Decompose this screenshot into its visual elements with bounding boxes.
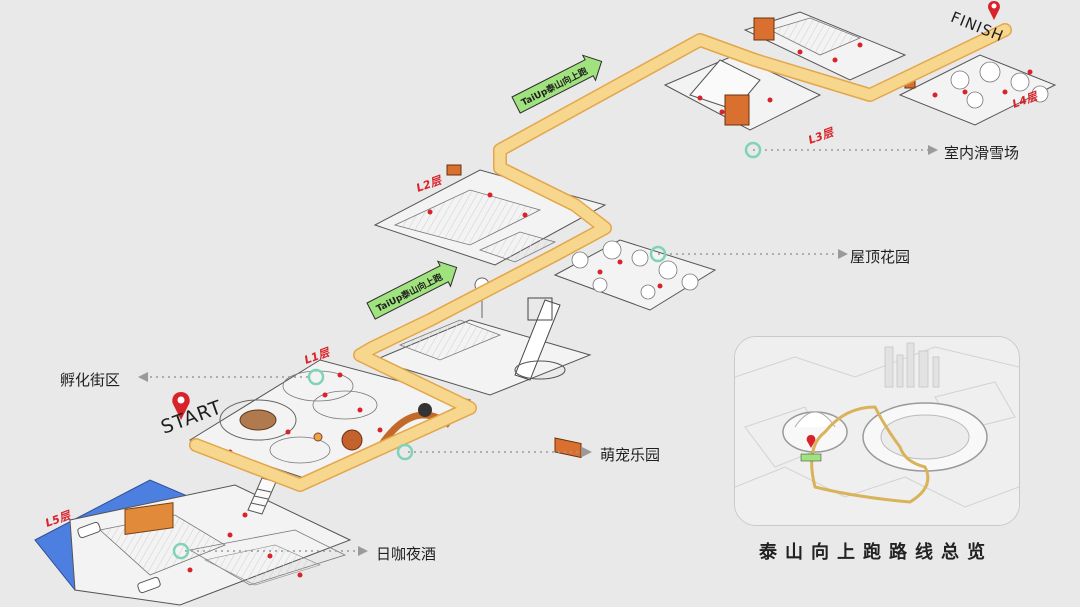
location-pin-icon bbox=[172, 392, 190, 420]
floor-label-ski: L3层 bbox=[807, 125, 837, 147]
finish-zone-platform bbox=[898, 54, 1057, 126]
location-pin-icon bbox=[988, 1, 1000, 20]
overview-title: 泰山向上跑路线总览 bbox=[759, 542, 993, 563]
overview-map-card bbox=[734, 336, 1020, 526]
zone-label-rooftop: 屋顶花园 bbox=[850, 248, 911, 266]
ski-zone-platform bbox=[663, 11, 907, 131]
zone-label-ski: 室内滑雪场 bbox=[944, 144, 1020, 162]
overview-map-illustration bbox=[735, 337, 1019, 525]
ring-marker-icon bbox=[649, 245, 667, 263]
ring-marker-icon bbox=[172, 542, 190, 560]
rooftop-zone-platform bbox=[373, 164, 717, 311]
banner-text-lower: TaiUp泰山向上跑 bbox=[374, 271, 444, 315]
ring-marker-icon bbox=[744, 141, 762, 159]
leader-lines bbox=[150, 149, 930, 552]
ring-marker-icon bbox=[307, 368, 325, 386]
zone-label-night: 日咖夜酒 bbox=[376, 545, 437, 563]
zone-label-pets: 萌宠乐园 bbox=[600, 446, 661, 464]
ring-marker-icon bbox=[396, 443, 414, 461]
running-route bbox=[189, 23, 1012, 492]
night-zone-platform bbox=[34, 479, 352, 606]
zone-label-incubator: 孵化街区 bbox=[60, 371, 121, 389]
route-banner-upper: TaiUp泰山向上跑 bbox=[511, 54, 603, 114]
